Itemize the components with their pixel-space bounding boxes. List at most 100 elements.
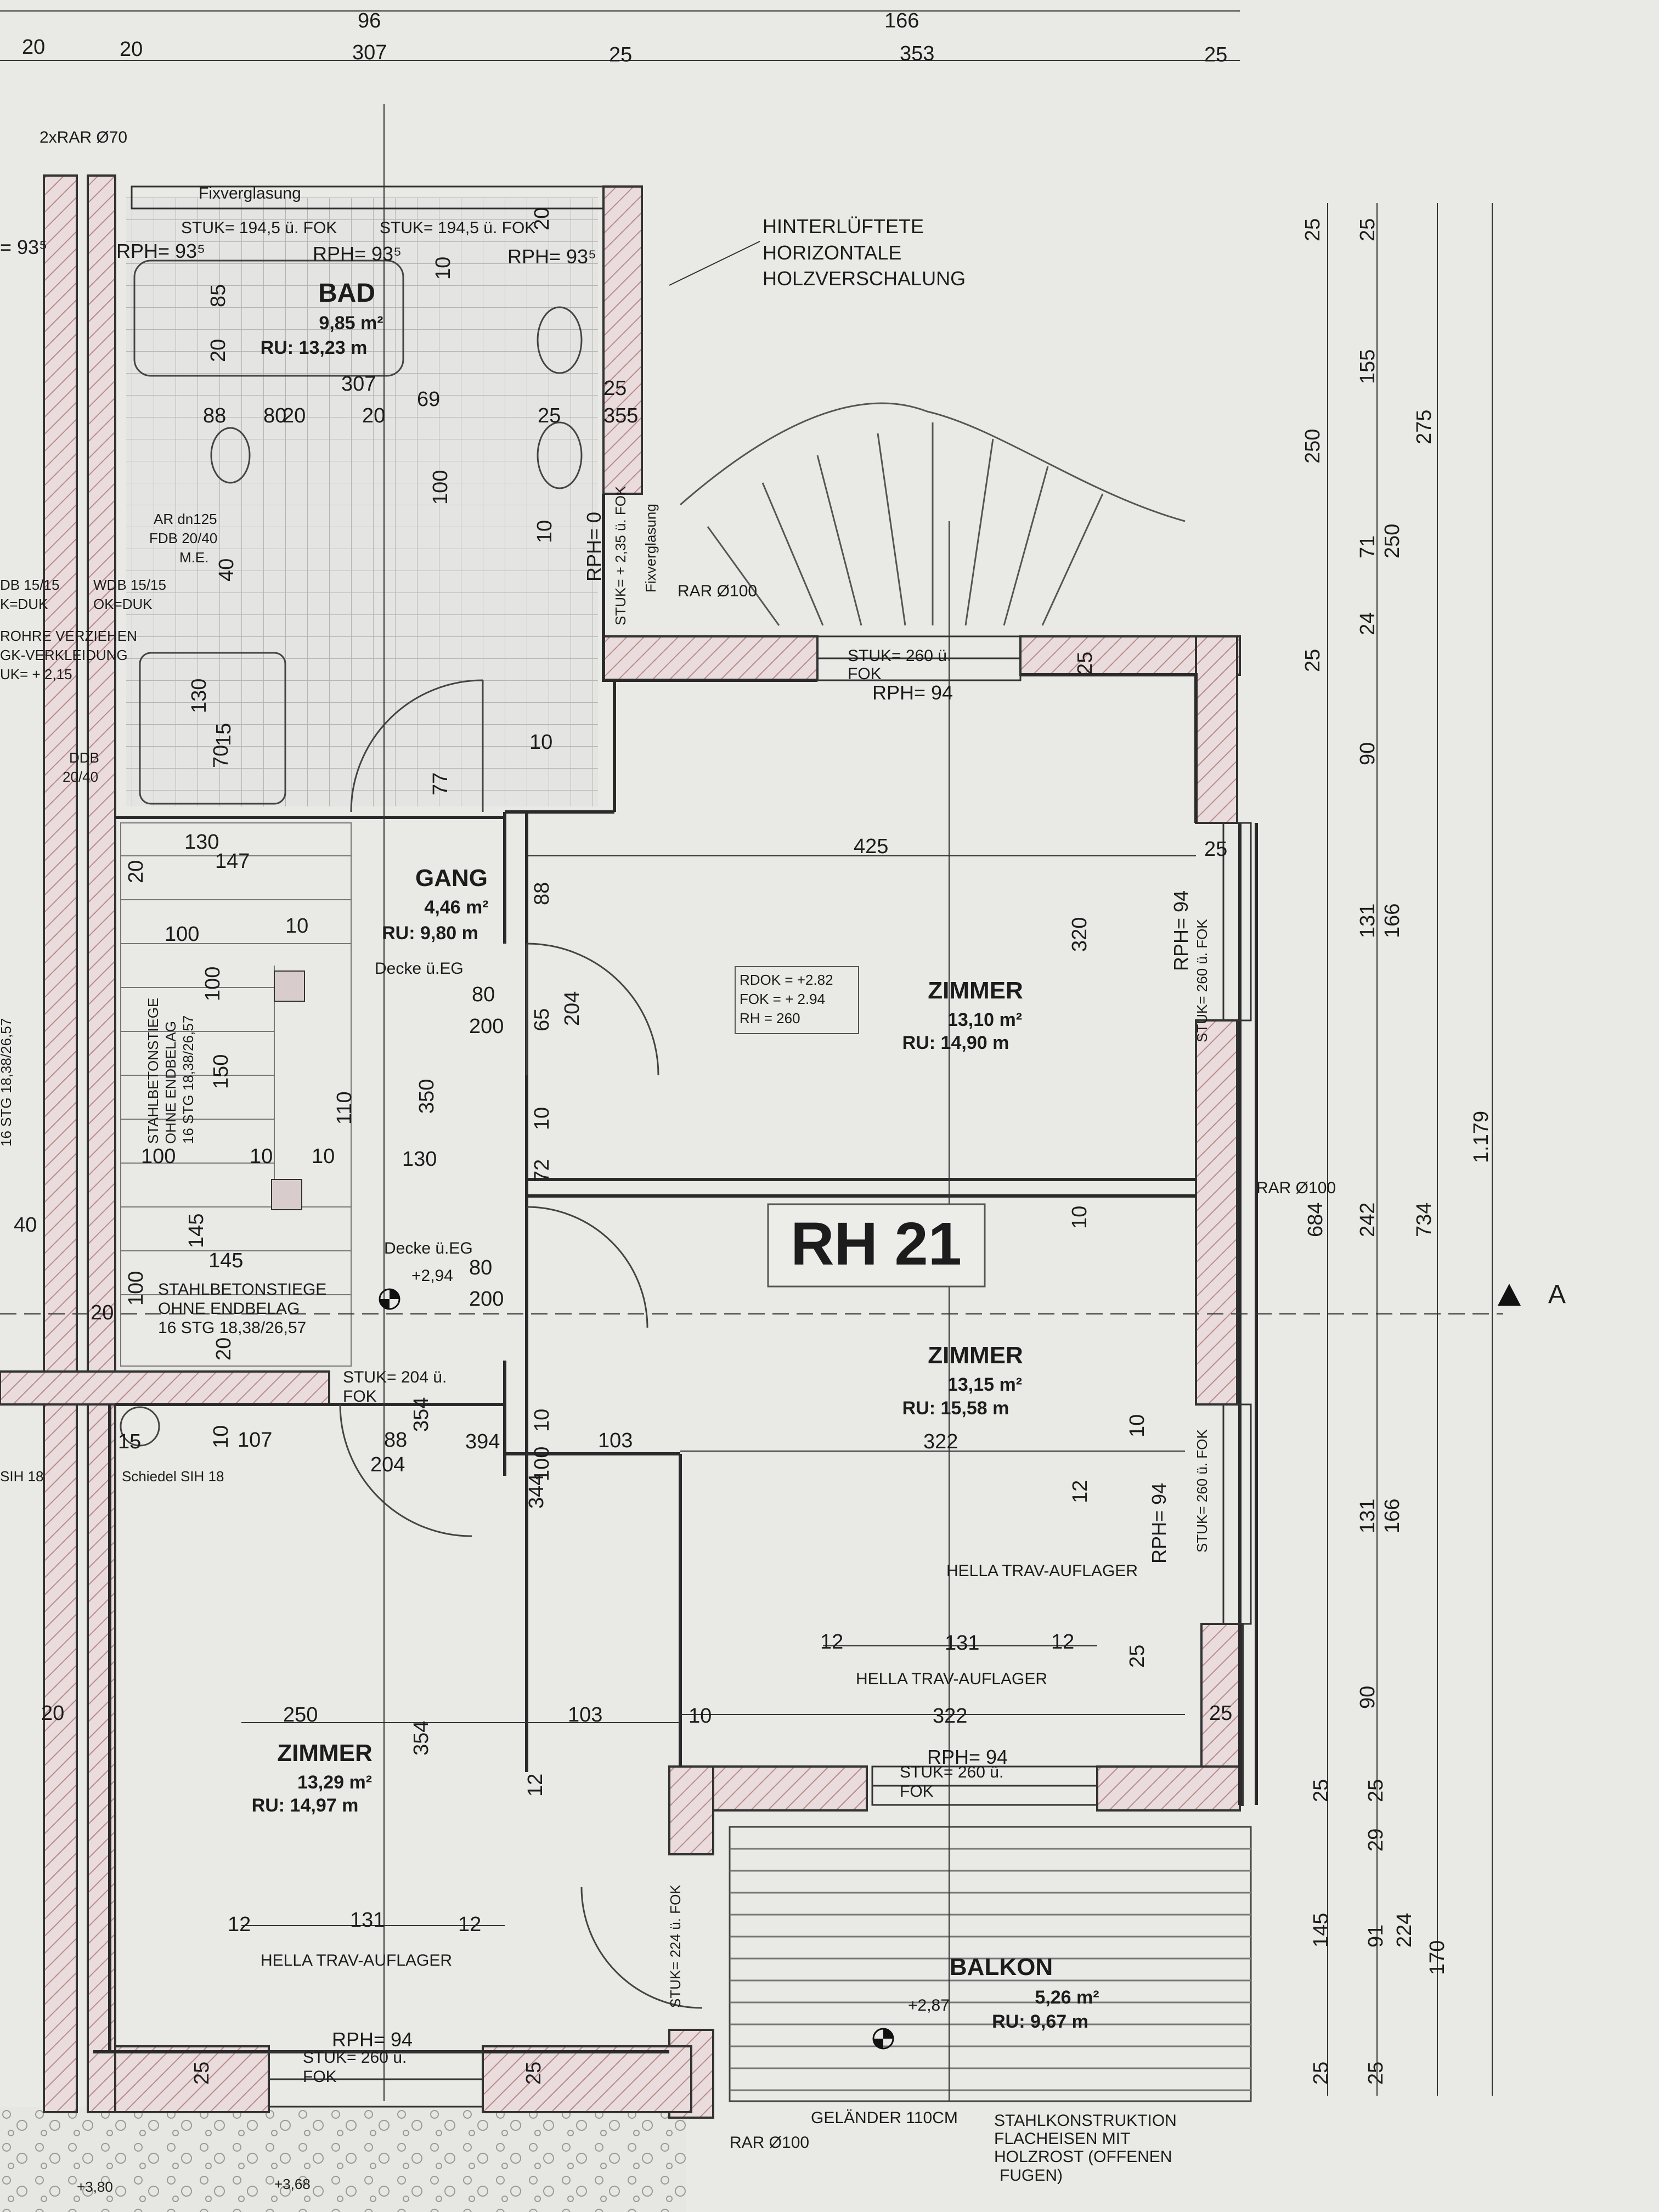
- room-name: BAD: [318, 279, 375, 308]
- dim-label: 25: [1204, 43, 1227, 66]
- room-area: 13,29 m²: [297, 1772, 372, 1793]
- room-area: 13,15 m²: [947, 1374, 1022, 1395]
- room-area: 4,46 m²: [424, 897, 488, 918]
- bath-fixtures: [120, 259, 583, 1447]
- dim-label: 322: [933, 1705, 967, 1728]
- dim-label: 307: [341, 373, 376, 396]
- note: WDB 15/15: [93, 577, 166, 593]
- dim-label: 100: [429, 470, 452, 505]
- dim-label: 200: [469, 1288, 504, 1311]
- note: OHNE ENDBELAG: [158, 1300, 300, 1318]
- dim-label: 96: [358, 9, 381, 32]
- note: 20/40: [63, 769, 98, 785]
- room-name: ZIMMER: [928, 977, 1023, 1004]
- interior-stair: [120, 822, 352, 1367]
- dim-label: 204: [370, 1453, 405, 1476]
- dim-label: 25: [1310, 1779, 1333, 1802]
- dim-label: 100: [125, 1271, 148, 1306]
- dim-label: 80: [469, 1256, 492, 1279]
- note: STUK= + 2,35 ü. FOK: [612, 486, 629, 625]
- annotations: Fixverglasung STUK= 194,5 ü. FOK STUK= 1…: [0, 128, 1336, 2195]
- room-name: ZIMMER: [277, 1740, 373, 1767]
- note: = 93⁵: [0, 236, 47, 258]
- note: +2,94: [411, 1267, 453, 1285]
- room-zimmer-3: ZIMMER 13,29 m² RU: 14,97 m: [252, 1740, 373, 1816]
- room-gang: GANG 4,46 m² RU: 9,80 m: [382, 865, 488, 944]
- right-dimension-chain-3: 275 250 734 224 170 1.179: [1381, 410, 1493, 1975]
- note: FOK: [303, 2068, 337, 2086]
- dim-label: 100: [201, 967, 224, 1001]
- dim-label: 20: [531, 207, 554, 230]
- dim-label: 130: [184, 831, 219, 854]
- dim-label: 20: [362, 404, 385, 427]
- dim-label: 275: [1413, 410, 1436, 444]
- dim-label: 12: [524, 1774, 547, 1797]
- dim-label: 100: [531, 1447, 554, 1481]
- room-bad: BAD 9,85 m² RU: 13,23 m: [261, 279, 383, 358]
- dim-label: 12: [1069, 1480, 1092, 1503]
- note: +3,80: [77, 2179, 113, 2195]
- note: UK= + 2,15: [0, 666, 72, 682]
- dim-label: 25: [1310, 2062, 1333, 2085]
- dim-label: 20: [212, 1338, 235, 1361]
- dim-label: 25: [1301, 218, 1324, 241]
- dim-label: 110: [333, 1091, 356, 1125]
- note: RAR Ø100: [1256, 1179, 1336, 1197]
- dim-label: 130: [188, 679, 211, 713]
- note: FDB 20/40: [149, 530, 217, 546]
- dim-label: 88: [203, 404, 226, 427]
- dim-label: 72: [531, 1159, 554, 1182]
- note: STUK= 260 ü. FOK: [1194, 1429, 1210, 1553]
- note: RPH= 93⁵: [507, 245, 596, 268]
- note: STUK= 204 ü.: [343, 1368, 447, 1386]
- dim-label: 12: [228, 1913, 251, 1936]
- dim-label: 10: [250, 1145, 273, 1168]
- note-line: HORIZONTALE: [763, 241, 901, 264]
- dim-label: 15: [118, 1430, 141, 1453]
- note: Fixverglasung: [199, 184, 301, 202]
- note: FOK: [900, 1782, 934, 1801]
- dim-label: 25: [1356, 218, 1379, 241]
- hatched-walls: [0, 174, 1244, 2119]
- note: HELLA TRAV-AUFLAGER: [946, 1562, 1138, 1580]
- room-ru: RU: 9,67 m: [992, 2011, 1088, 2032]
- note: STAHLKONSTRUKTION: [994, 2112, 1177, 2130]
- dim-label: 10: [689, 1705, 712, 1728]
- note: RPH= 93⁵: [116, 240, 205, 262]
- note: STUK= 224 ü. FOK: [667, 1884, 684, 2008]
- dim-label: 147: [215, 850, 250, 873]
- dim-label: 425: [854, 835, 888, 858]
- dim-label: 25: [190, 2062, 213, 2085]
- note: RPH= 0: [583, 512, 605, 582]
- interior-dimensions: 307 425 320 322 322 250 103 131 131 147 …: [165, 373, 1091, 1932]
- note: FOK: [343, 1387, 377, 1406]
- room-ru: RU: 9,80 m: [382, 923, 478, 944]
- dim-label: 12: [458, 1913, 481, 1936]
- dim-label: 131: [945, 1632, 979, 1655]
- dim-label: 145: [1310, 1913, 1333, 1948]
- dim-label: 15: [212, 723, 235, 746]
- dim-label: 166: [1381, 904, 1404, 938]
- room-area: 5,26 m²: [1035, 1987, 1099, 2008]
- note: RAR Ø100: [730, 2134, 809, 2152]
- dim-label: 25: [609, 43, 632, 66]
- dim-label: 91: [1364, 1925, 1387, 1948]
- dim-label: 103: [598, 1429, 633, 1452]
- dim-label: 322: [923, 1430, 958, 1453]
- note: Decke ü.EG: [384, 1239, 473, 1257]
- note: STUK= 260 ü.: [303, 2049, 407, 2067]
- note: STUK= 260 ü.: [848, 647, 951, 665]
- dim-label: 307: [352, 41, 387, 64]
- note: +2,87: [908, 1996, 950, 2015]
- room-area: 9,85 m²: [319, 313, 383, 334]
- dim-label: 10: [312, 1145, 335, 1168]
- note: HELLA TRAV-AUFLAGER: [856, 1670, 1047, 1688]
- note: AR dn125: [154, 511, 217, 527]
- dim-label: 25: [603, 377, 627, 400]
- dim-label: 25: [522, 2062, 545, 2085]
- dim-label: 10: [210, 1425, 233, 1448]
- dim-label: 12: [820, 1630, 843, 1654]
- dim-label: 20: [91, 1301, 114, 1324]
- dim-label: 155: [1356, 349, 1379, 384]
- windows: [131, 185, 1252, 2108]
